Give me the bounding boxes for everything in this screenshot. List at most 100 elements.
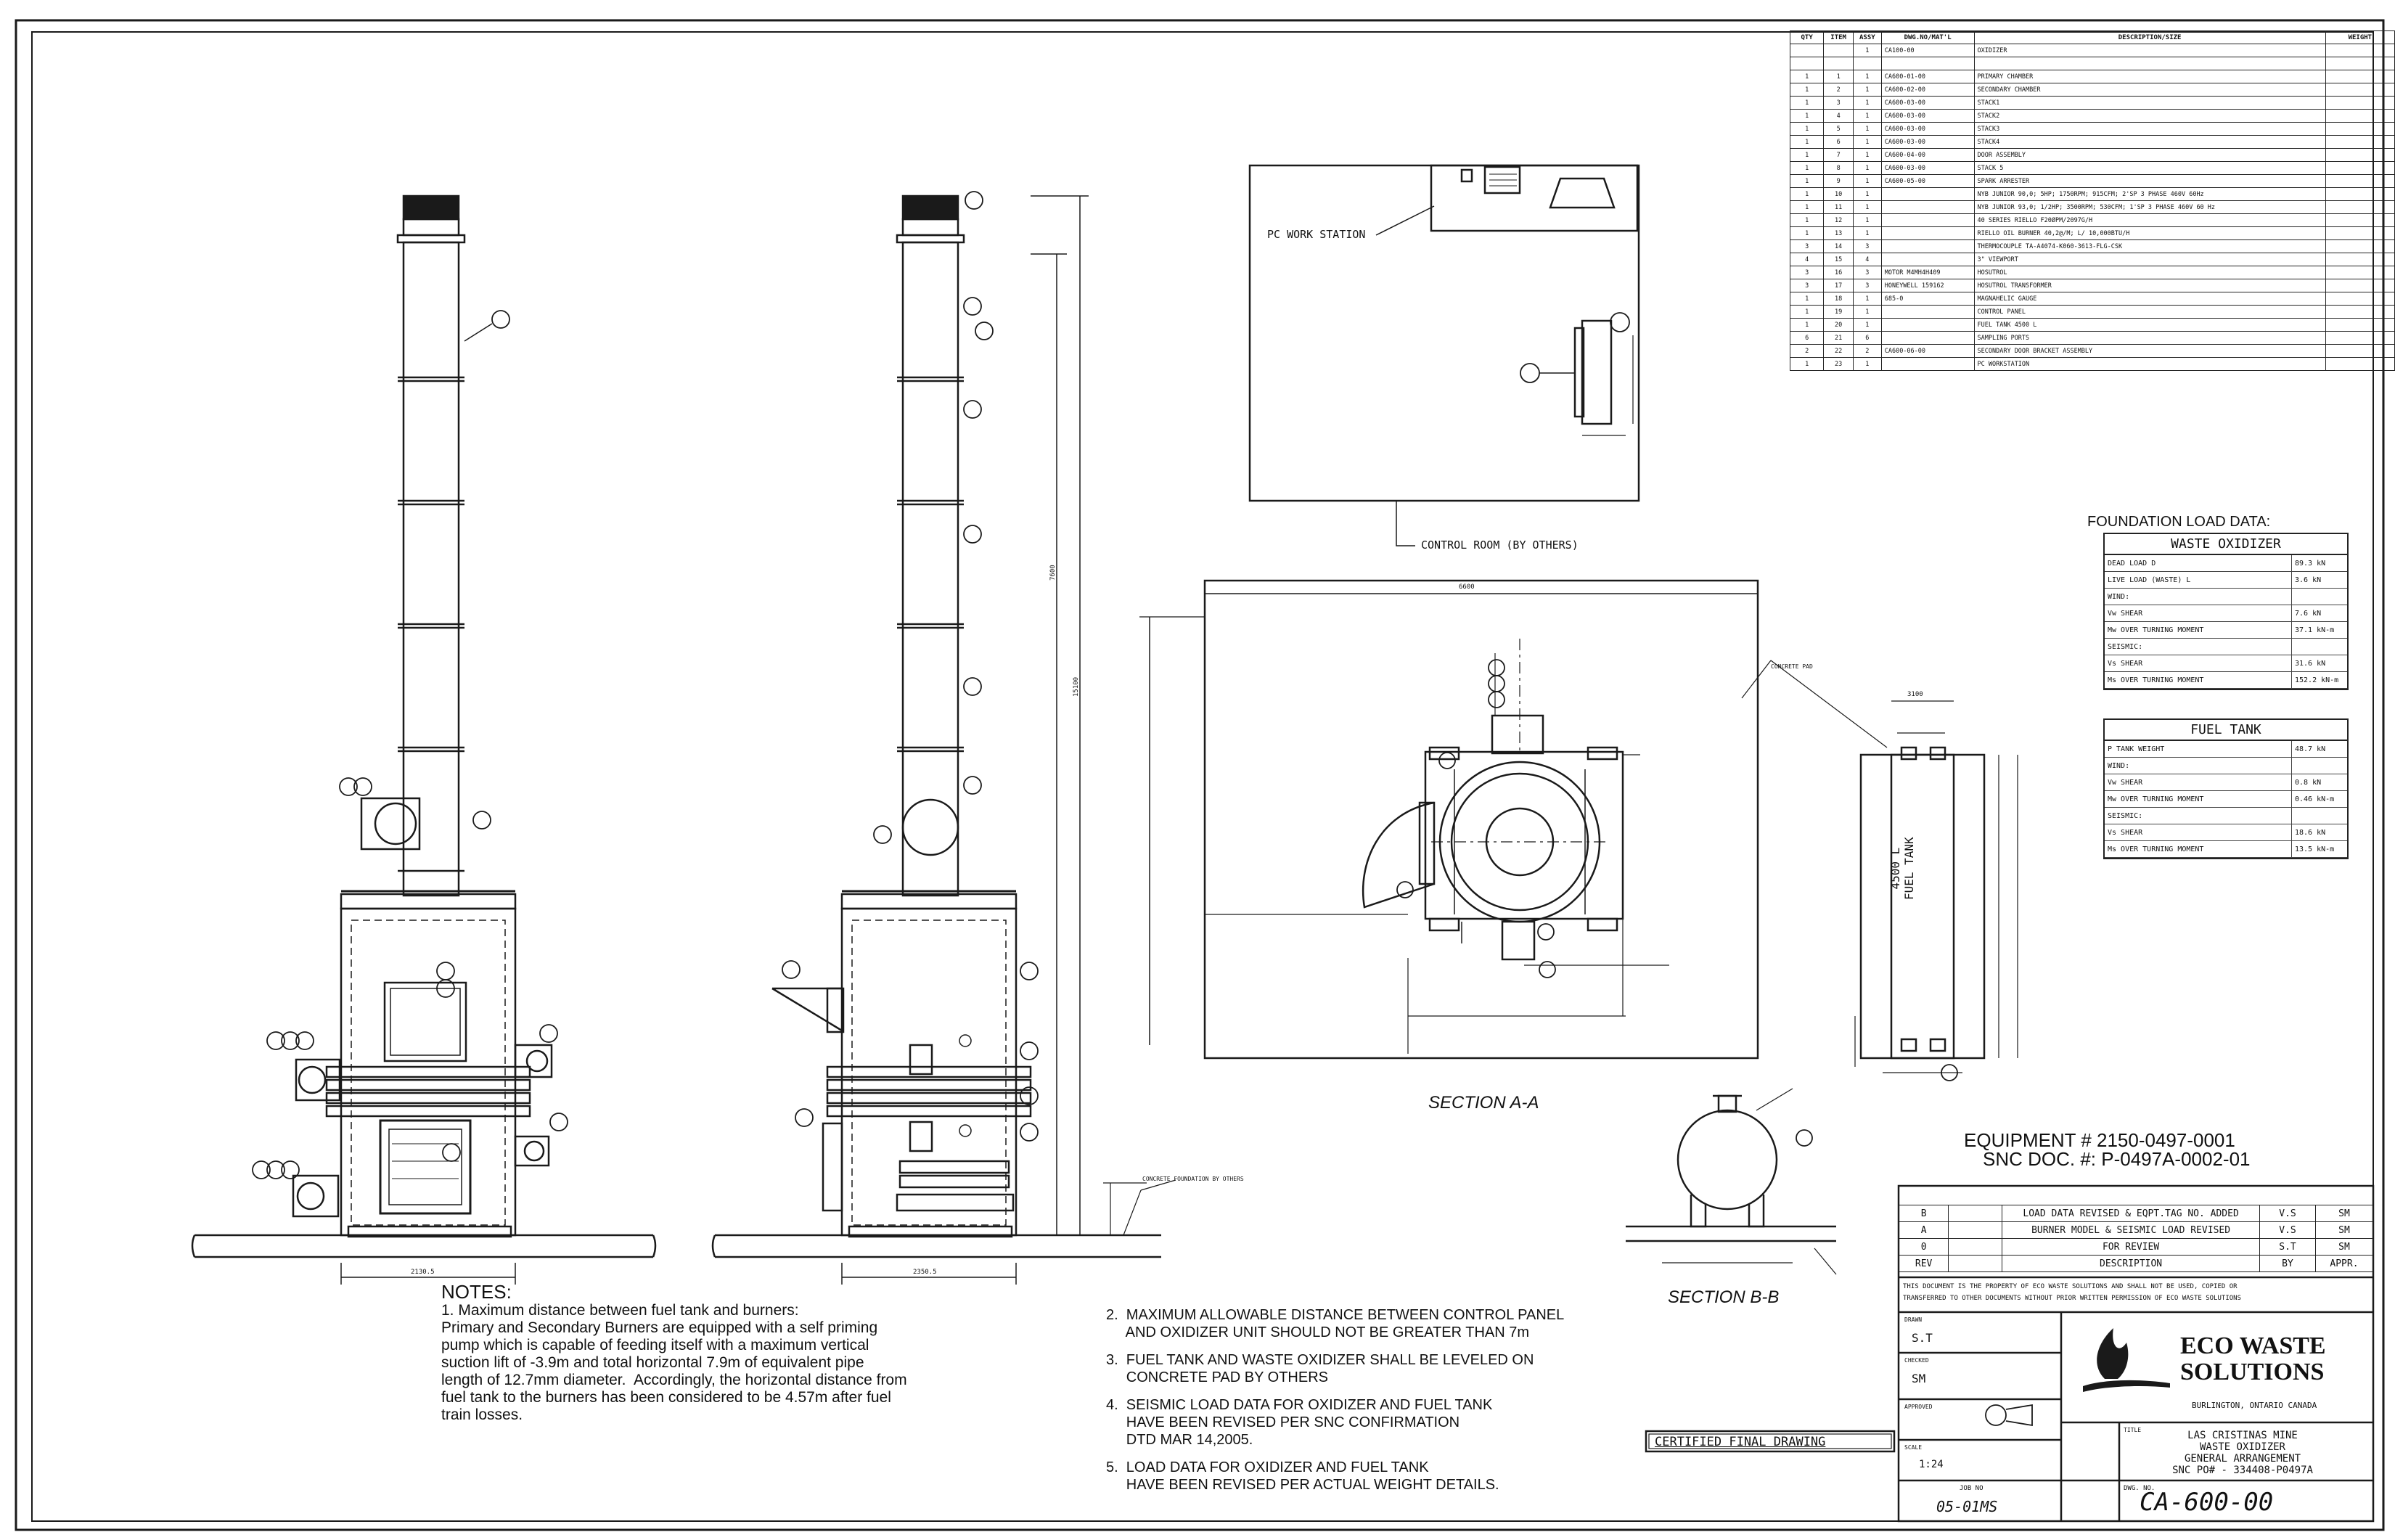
bom-row (1789, 57, 2395, 70)
note-line: pump which is capable of feeding itself … (441, 1337, 869, 1353)
bom-cell: CA100-00 (1880, 44, 1975, 57)
bom-cell: 1 (1789, 226, 1825, 240)
outer-border (15, 19, 2385, 1531)
load-value: 89.3 kN (2291, 555, 2347, 571)
bom-cell: PRIMARY CHAMBER (1973, 70, 2326, 83)
bom-cell (1852, 57, 1882, 70)
bom-cell (1880, 187, 1975, 201)
bom-cell (1880, 357, 1975, 371)
bom-cell: 11 (1823, 200, 1854, 214)
approved-label: APPROVED (1904, 1404, 1933, 1410)
bom-cell (1823, 57, 1854, 70)
bom-cell (1880, 331, 1975, 345)
load-label: Ms OVER TURNING MOMENT (2108, 676, 2204, 684)
revision-cell: DESCRIPTION (2002, 1255, 2261, 1272)
bom-cell: 1 (1852, 122, 1882, 136)
concrete-pad-label: CONCRETE PAD (1771, 663, 1813, 670)
bom-cell: CA600-04-00 (1880, 148, 1975, 162)
bom-cell: 4 (1852, 253, 1882, 266)
bom-cell: 3 (1823, 96, 1854, 110)
revision-cell: BY (2259, 1255, 2316, 1272)
revision-cell: FOR REVIEW (2002, 1238, 2261, 1256)
bom-cell (1880, 305, 1975, 319)
bom-cell: 6 (1852, 331, 1882, 345)
bom-cell (2325, 213, 2395, 227)
bom-cell: 1 (1823, 70, 1854, 83)
note-3: 3. FUEL TANK AND WASTE OXIDIZER SHALL BE… (1106, 1351, 1564, 1386)
bom-cell: 1 (1789, 174, 1825, 188)
note-line: 4. SEISMIC LOAD DATA FOR OXIDIZER AND FU… (1106, 1397, 1493, 1413)
bom-cell: 21 (1823, 331, 1854, 345)
bom-cell (2325, 318, 2395, 332)
title-line-3: GENERAL ARRANGEMENT (2184, 1453, 2301, 1465)
bom-cell: 12 (1823, 213, 1854, 227)
approved-burner-icon (1985, 1404, 2033, 1427)
bom-cell: PC WORKSTATION (1973, 357, 2326, 371)
bom-cell: CONTROL PANEL (1973, 305, 2326, 319)
title-line-1: LAS CRISTINAS MINE (2187, 1430, 2298, 1441)
bom-cell: 40 SERIES RIELLO F20ØPM/2097G/H (1973, 213, 2326, 227)
load-value: 0.46 kN-m (2291, 791, 2347, 807)
bom-cell: 19 (1823, 305, 1854, 319)
note-line: DTD MAR 14,2005. (1106, 1432, 1253, 1448)
bom-cell: CA600-03-00 (1880, 96, 1975, 110)
bom-header-cell: ITEM (1823, 30, 1854, 44)
bom-header-cell: QTY (1789, 30, 1825, 44)
company-location: BURLINGTON, ONTARIO CANADA (2192, 1401, 2317, 1410)
bom-cell: 1 (1789, 96, 1825, 110)
bom-cell: 16 (1823, 266, 1854, 279)
bom-cell: 4 (1789, 253, 1825, 266)
load-row: SEISMIC: (2105, 639, 2347, 655)
disclaimer-1: THIS DOCUMENT IS THE PROPERTY OF ECO WAS… (1903, 1283, 2238, 1290)
note-1: 1. Maximum distance between fuel tank an… (441, 1302, 907, 1424)
note-4: 4. SEISMIC LOAD DATA FOR OXIDIZER AND FU… (1106, 1396, 1564, 1449)
dim-base-front: 2130.5 (411, 1269, 435, 1276)
bom-cell: 2 (1789, 344, 1825, 358)
load-label: Vs SHEAR (2108, 659, 2143, 668)
bom-cell: 1 (1789, 148, 1825, 162)
bom-cell: 1 (1852, 318, 1882, 332)
bom-cell: HOSUTROL (1973, 266, 2326, 279)
load-label: Ms OVER TURNING MOMENT (2108, 845, 2204, 853)
title-line-2: WASTE OXIDIZER (2199, 1441, 2285, 1453)
bom-cell (1880, 57, 1975, 70)
bom-cell: 1 (1789, 200, 1825, 214)
title-label: TITLE (2124, 1427, 2142, 1433)
bom-cell (2325, 331, 2395, 345)
bom-cell (1880, 213, 1975, 227)
section-aa-plan (1139, 579, 2018, 1081)
note-line: length of 12.7mm diameter. Accordingly, … (441, 1372, 907, 1388)
bom-cell: 3 (1852, 266, 1882, 279)
bom-cell: 1 (1789, 122, 1825, 136)
bom-cell: 1 (1852, 96, 1882, 110)
bom-cell: 1 (1852, 44, 1882, 57)
section-bb (1626, 1088, 1837, 1275)
bom-cell: 3 (1789, 239, 1825, 253)
inner-border (31, 31, 2374, 1522)
load-value: 152.2 kN-m (2291, 672, 2347, 688)
bom-cell (1880, 253, 1975, 266)
bom-cell: MAGNAHELIC GAUGE (1973, 292, 2326, 306)
bom-cell: SAMPLING PORTS (1973, 331, 2326, 345)
bom-cell: 2 (1852, 344, 1882, 358)
revision-cell: SM (2314, 1205, 2374, 1222)
bom-cell (2325, 266, 2395, 279)
load-value (2291, 639, 2347, 655)
dim-base-side: 2350.5 (913, 1269, 937, 1276)
revision-cell: LOAD DATA REVISED & EQPT.TAG NO. ADDED (2002, 1205, 2261, 1222)
bom-cell (2325, 279, 2395, 292)
note-5: 5. LOAD DATA FOR OXIDIZER AND FUEL TANK … (1106, 1459, 1564, 1494)
revision-cell: SM (2314, 1221, 2374, 1239)
bom-cell: STACK3 (1973, 122, 2326, 136)
